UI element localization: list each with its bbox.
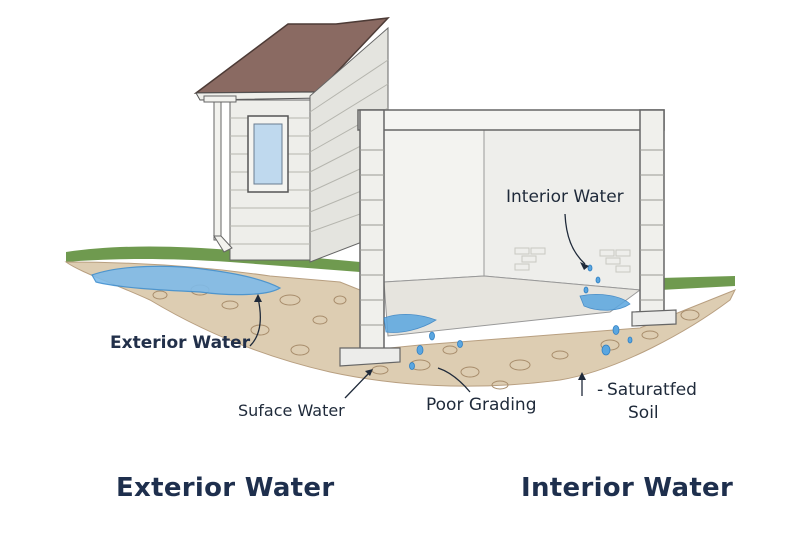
label-interior-water: Interior Water bbox=[506, 187, 624, 207]
floor-puddle-left bbox=[383, 314, 437, 333]
drop bbox=[627, 336, 633, 344]
label-saturated-soil-line2: Soil bbox=[628, 403, 659, 423]
arrowhead bbox=[254, 294, 262, 302]
surface-water-pointer bbox=[344, 371, 371, 399]
drop bbox=[409, 362, 415, 370]
arrowhead bbox=[580, 262, 589, 270]
drop bbox=[416, 345, 424, 355]
label-saturated-soil-line1: Saturatfed bbox=[607, 380, 697, 400]
exterior-puddle bbox=[91, 265, 282, 296]
exterior-water-pointer bbox=[249, 297, 262, 347]
top-beam bbox=[357, 109, 665, 131]
downspout bbox=[213, 99, 222, 241]
right-footing bbox=[631, 309, 677, 327]
drop bbox=[583, 286, 589, 294]
grass-left bbox=[66, 246, 360, 272]
left-footing bbox=[339, 347, 401, 367]
label-poor-grading: Poor Grading bbox=[426, 395, 537, 415]
label-saturated-dash: - bbox=[597, 380, 604, 400]
basement bbox=[339, 109, 677, 367]
drop bbox=[612, 325, 620, 335]
label-surface-water: Suface Water bbox=[238, 401, 345, 420]
drop bbox=[587, 264, 593, 272]
interior-water-pointer bbox=[564, 213, 586, 265]
water-features bbox=[383, 264, 633, 370]
house bbox=[193, 17, 390, 263]
drop bbox=[595, 276, 601, 284]
drop bbox=[429, 331, 435, 341]
floor-puddle-right bbox=[579, 294, 631, 311]
brick-marks bbox=[514, 247, 631, 273]
basement-back-wall bbox=[383, 127, 485, 283]
drop bbox=[457, 340, 463, 348]
column-block-lines bbox=[360, 149, 664, 326]
siding-lines bbox=[230, 59, 389, 245]
right-column bbox=[639, 109, 665, 316]
poor-grading-pointer bbox=[437, 367, 471, 393]
caption-interior-water: Interior Water bbox=[521, 473, 734, 503]
gutter bbox=[203, 95, 237, 103]
grass-right bbox=[660, 276, 735, 290]
arrowhead bbox=[365, 369, 373, 376]
drop bbox=[601, 344, 611, 356]
arrowheads bbox=[254, 262, 589, 380]
caption-exterior-water: Exterior Water bbox=[116, 473, 335, 503]
window-glass bbox=[253, 123, 283, 185]
arrowhead bbox=[578, 372, 586, 380]
downspout-elbow bbox=[213, 235, 233, 253]
label-exterior-water: Exterior Water bbox=[110, 333, 251, 353]
left-column bbox=[359, 109, 385, 351]
